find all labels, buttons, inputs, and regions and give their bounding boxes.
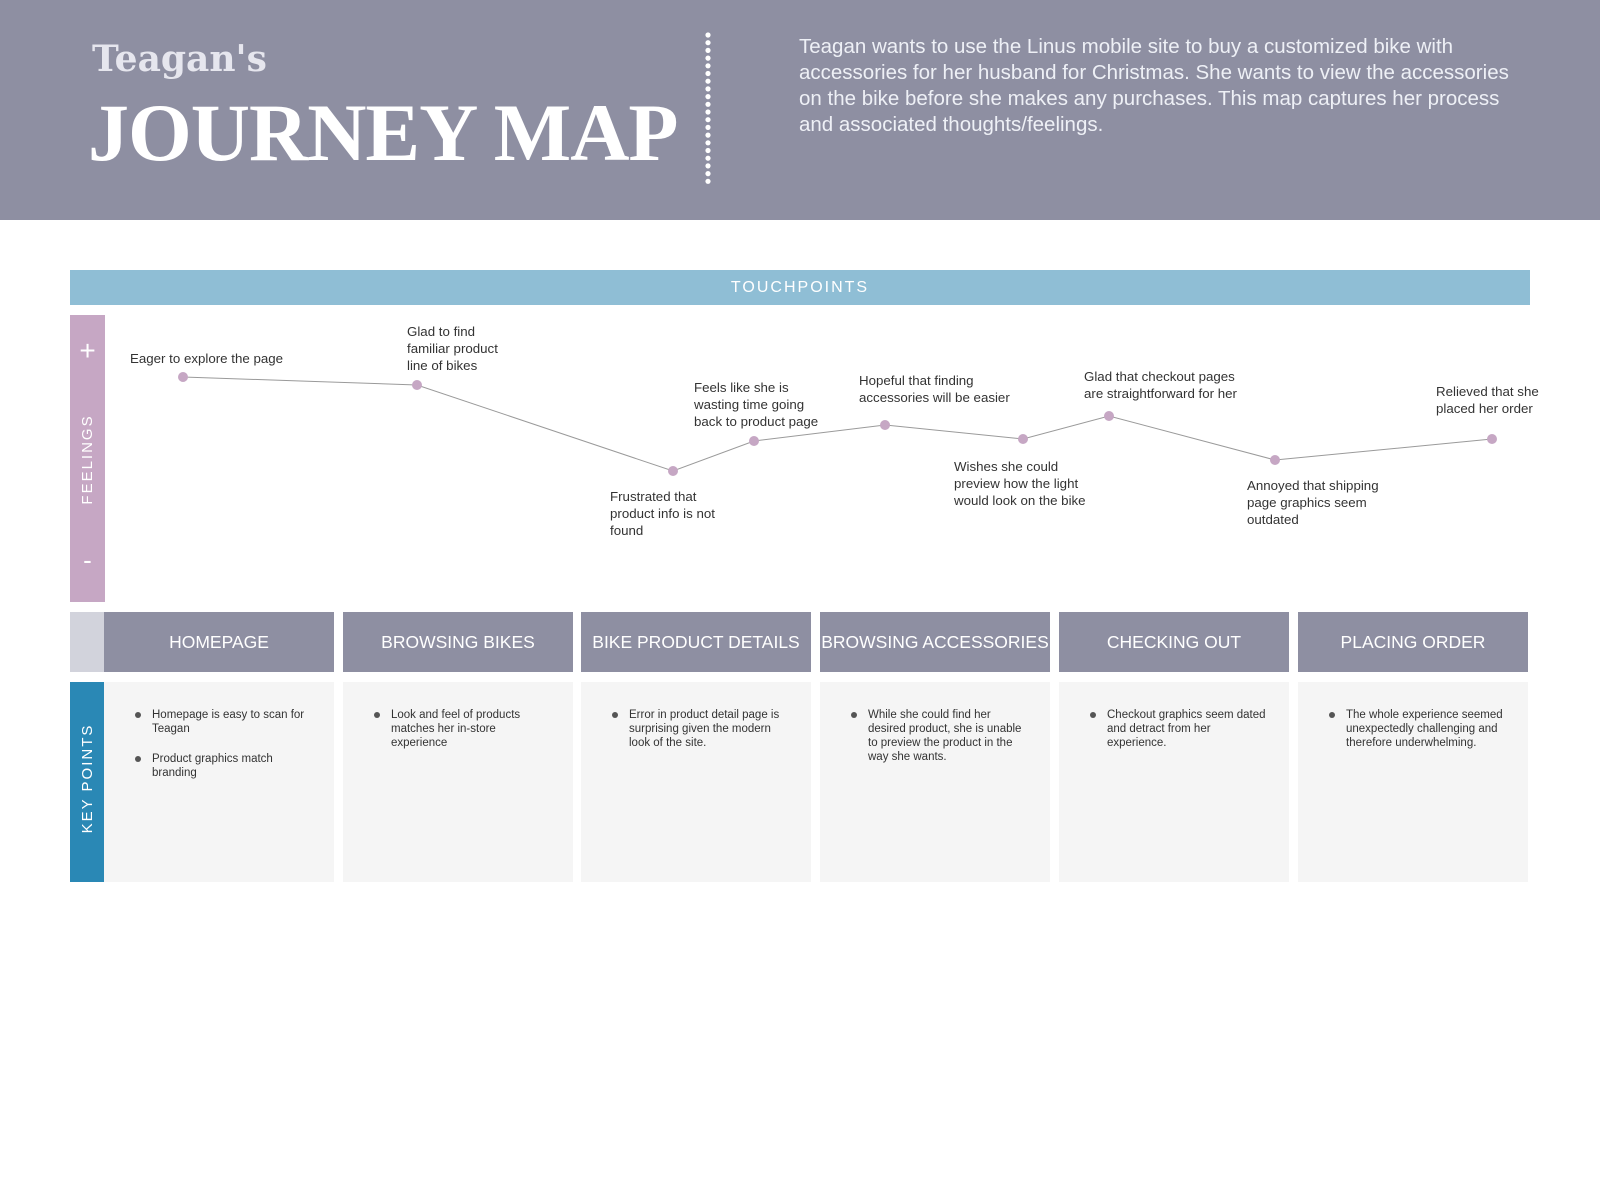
stage-checking-out: CHECKING OUT [1059,612,1289,672]
divider-dot [705,40,711,46]
key-point-item: Homepage is easy to scan for Teagan [135,708,314,736]
key-points-browsing-bikes: Look and feel of products matches her in… [343,682,573,882]
feeling-point-9 [1487,434,1497,444]
positive-marker: + [79,335,96,366]
feeling-note-3: Frustrated that product info is not foun… [610,489,715,538]
feeling-note-9: Relieved that she placed her order [1436,384,1539,416]
intro-text: Teagan wants to use the Linus mobile sit… [799,35,1509,136]
key-point-item: Checkout graphics seem dated and detract… [1090,708,1269,750]
feeling-point-7 [1104,411,1114,421]
feeling-note-5: Hopeful that finding accessories will be… [859,373,1010,405]
feeling-note-4: Feels like she is wasting time going bac… [694,380,819,429]
touchpoints-bar: TOUCHPOINTS [70,270,1530,305]
key-points-axis: KEY POINTS [70,682,105,882]
feeling-point-8 [1270,455,1280,465]
negative-marker: - [83,545,92,575]
divider-dot [705,140,711,146]
divider-dot [705,163,711,169]
key-points-browsing-accessories: While she could find her desired product… [820,682,1050,882]
feeling-note-2: Glad to find familiar product line of bi… [407,324,498,373]
divider-dot [705,78,711,84]
divider-dot [705,32,711,38]
key-point-item: While she could find her desired product… [851,708,1030,764]
divider-dot [705,55,711,61]
stage-row-spacer [70,612,105,672]
feelings-axis: + FEELINGS [70,315,105,602]
divider-dot [705,94,711,100]
header-subtitle: Teagan's [92,38,267,80]
key-points-homepage: Homepage is easy to scan for Teagan Prod… [104,682,334,882]
divider-dot [705,155,711,161]
feeling-point-4 [749,436,759,446]
divider-dot [705,117,711,123]
stage-browsing-accessories: BROWSING ACCESSORIES [820,612,1050,672]
feeling-note-8: Annoyed that shipping page graphics seem… [1247,478,1379,527]
feelings-label: FEELINGS [79,414,96,505]
key-point-item: Look and feel of products matches her in… [374,708,553,750]
feeling-point-6 [1018,434,1028,444]
feeling-point-3 [668,466,678,476]
divider-dot [705,147,711,154]
key-points-checking-out: Checkout graphics seem dated and detract… [1059,682,1289,882]
divider-dot [705,178,711,184]
key-points-bike-product-details: Error in product detail page is surprisi… [581,682,811,882]
key-point-item: Error in product detail page is surprisi… [612,708,791,750]
divider-dot [705,70,711,77]
stage-browsing-bikes: BROWSING BIKES [343,612,573,672]
divider-dot [705,132,711,138]
feeling-note-6: Wishes she could preview how the light w… [954,459,1086,508]
page-title: JOURNEY MAP [88,87,679,178]
key-points-placing-order: The whole experience seemed unexpectedly… [1298,682,1528,882]
header-banner: Teagan's JOURNEY MAP Teagan wants to use… [0,0,1600,220]
divider-dot [705,86,711,92]
key-points-label: KEY POINTS [79,723,96,834]
key-point-item: The whole experience seemed unexpectedly… [1329,708,1508,750]
divider-dot [705,109,711,115]
divider-dot [705,101,711,107]
feeling-point-2 [412,380,422,390]
feeling-note-1: Eager to explore the page [130,351,284,366]
feeling-point-5 [880,420,890,430]
divider-dot [705,124,711,130]
key-point-item: Product graphics match branding [135,752,314,780]
stage-homepage: HOMEPAGE [104,612,334,672]
feeling-point-1 [178,372,188,382]
dotted-divider [705,32,711,184]
divider-dot [705,47,711,53]
stage-bike-product-details: BIKE PRODUCT DETAILS [581,612,811,672]
divider-dot [705,63,711,69]
stage-placing-order: PLACING ORDER [1298,612,1528,672]
divider-dot [705,171,711,177]
feeling-note-7: Glad that checkout pages are straightfor… [1084,369,1237,401]
